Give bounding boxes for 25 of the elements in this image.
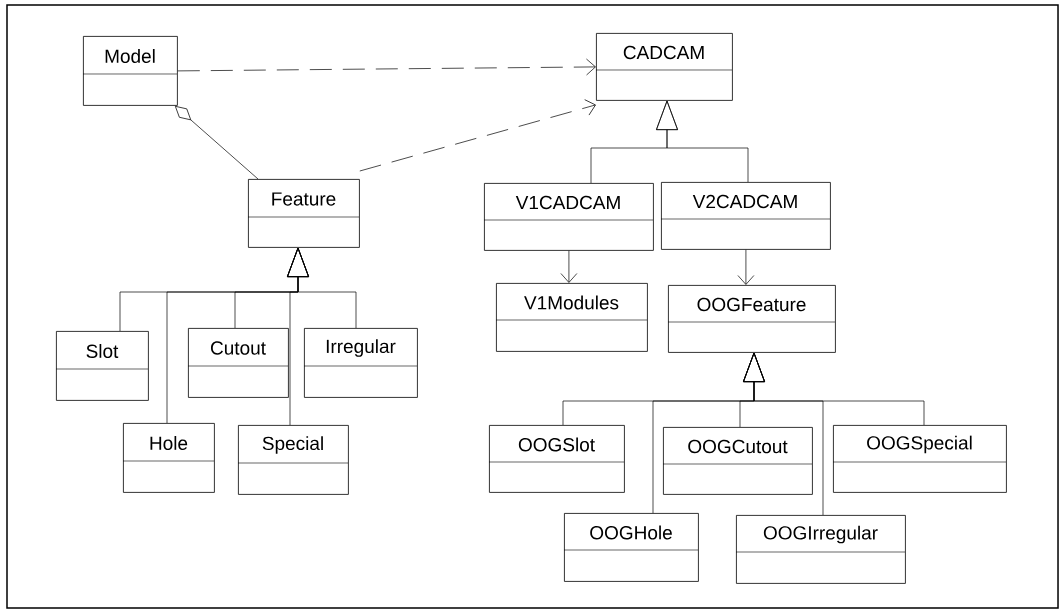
class-box: V1Modules [495,283,648,352]
class-box: Hole [122,423,215,493]
class-box: Slot [55,331,149,401]
class-box: OOGCutout [662,427,813,495]
class-box: OOGSpecial [832,425,1007,493]
class-box: V1CADCAM [483,183,654,251]
class-box: Cutout [187,328,289,398]
class-box: V2CADCAM [660,182,831,250]
class-box: Special [237,425,349,495]
generalization-arrow [743,352,925,426]
class-box: CADCAM [595,33,733,101]
class-box: OOGIrregular [735,515,906,584]
class-box: Irregular [303,328,418,398]
class-box: Feature [247,179,360,248]
generalization-arrow [656,100,749,183]
aggregation-line [175,105,259,180]
class-box: OOGSlot [488,425,625,493]
dependency-arrow [359,99,596,172]
class-box: OOGHole [563,513,699,582]
dependency-arrow [177,58,596,76]
class-box: OOGFeature [667,285,836,353]
generalization-arrow [287,247,357,329]
arrow [560,250,578,283]
arrow [737,249,755,285]
class-box: Model [82,36,178,106]
